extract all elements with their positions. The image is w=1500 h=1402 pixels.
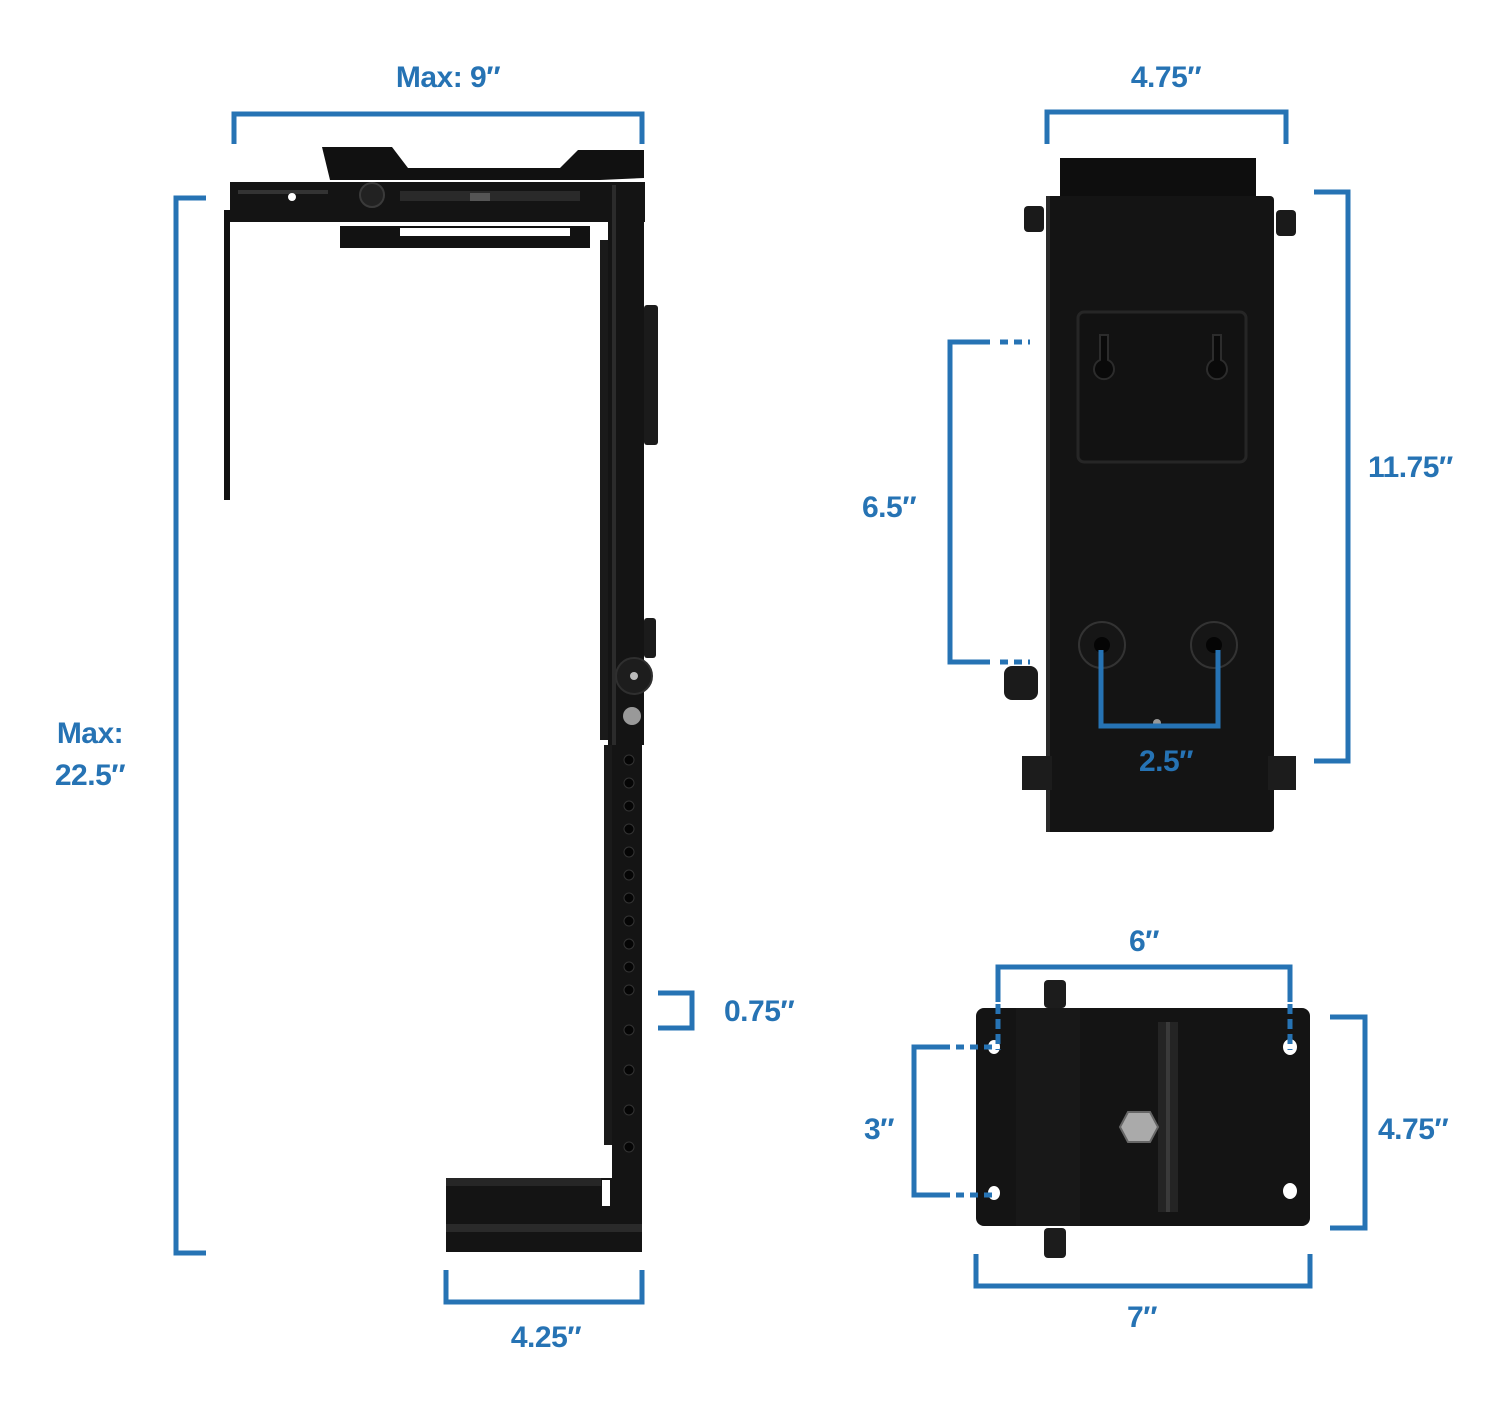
hole-spacing-label: 0.75″ xyxy=(724,995,795,1028)
plate-dimension-lines xyxy=(911,964,1368,1289)
front-width-label: 4.75″ xyxy=(1130,61,1202,94)
max-height-label-line1: Max: xyxy=(56,717,124,750)
hole-span-label: 6″ xyxy=(1128,925,1160,958)
plate-height-label: 4.75″ xyxy=(1378,1113,1449,1146)
plate-width-label: 7″ xyxy=(1126,1301,1158,1334)
front-height-label: 11.75″ xyxy=(1368,451,1453,484)
mount-hole-vertical-label: 6.5″ xyxy=(862,491,917,524)
front-dimension-lines xyxy=(947,109,1351,764)
base-depth-label: 4.25″ xyxy=(510,1321,582,1354)
side-dimension-lines xyxy=(173,111,695,1305)
max-height-label-line2: 22.5″ xyxy=(54,759,126,792)
top-plate xyxy=(976,980,1310,1258)
knob-spacing-label: 2.5″ xyxy=(1138,745,1194,778)
max-width-label: Max: 9″ xyxy=(395,61,501,94)
hole-vertical-label: 3″ xyxy=(864,1113,895,1146)
top-clamp-bracket xyxy=(224,147,658,1252)
